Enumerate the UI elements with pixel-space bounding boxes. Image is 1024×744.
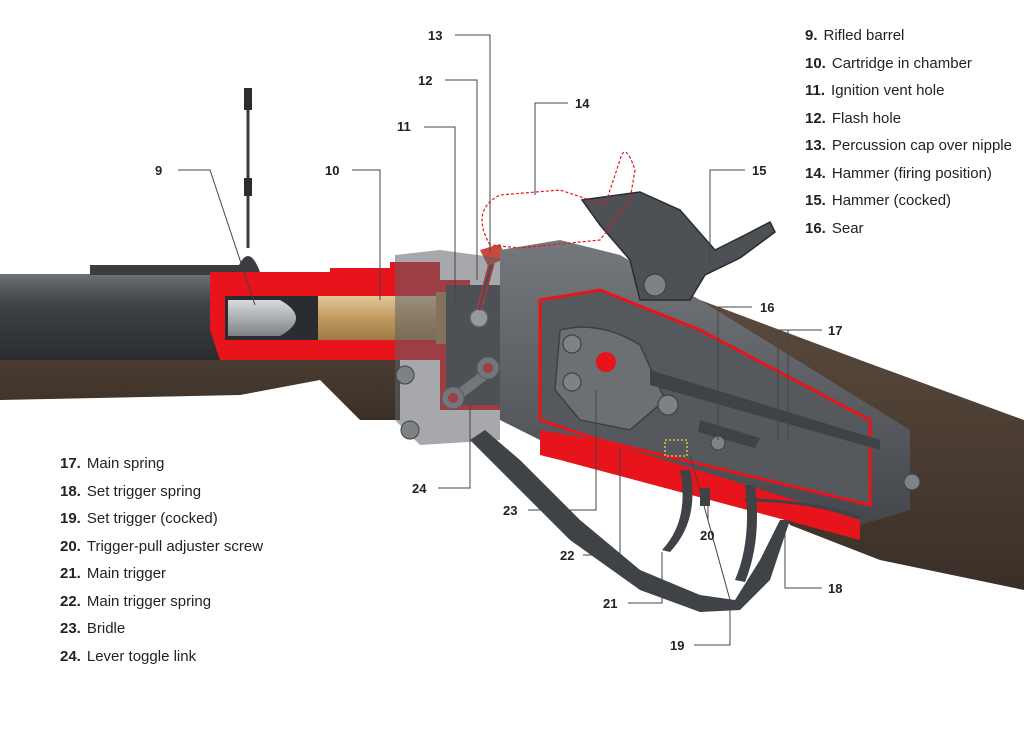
leader-9 — [178, 169, 256, 306]
lever — [470, 430, 790, 612]
bullet — [228, 300, 296, 336]
adjuster-screw-outline — [664, 439, 688, 457]
callout-12: 12 — [418, 73, 432, 88]
legend-item: 13.Percussion cap over nipple — [805, 137, 1012, 154]
receiver-left — [395, 250, 500, 445]
legend-right: 9.Rifled barrel 10.Cartridge in chamber … — [805, 22, 1012, 242]
callout-15: 15 — [752, 163, 766, 178]
legend-item: 19.Set trigger (cocked) — [60, 510, 218, 527]
legend-item: 10.Cartridge in chamber — [805, 54, 972, 72]
callout-13: 13 — [428, 28, 442, 43]
callout-20: 20 — [700, 528, 714, 543]
sear — [698, 420, 760, 448]
main-spring — [650, 370, 880, 450]
callout-23: 23 — [503, 503, 517, 518]
leader-19 — [689, 454, 731, 646]
legend-item: 15.Hammer (cocked) — [805, 192, 952, 209]
legend-item: 24.Lever toggle link — [60, 647, 197, 665]
tumbler-assembly — [554, 326, 679, 431]
hammer-firing-outline — [481, 151, 636, 249]
screw — [395, 365, 415, 385]
legend-item: 17.Main spring — [60, 455, 165, 472]
leader-12 — [445, 79, 478, 280]
legend-item: 12.Flash hole — [805, 109, 902, 127]
callout-18: 18 — [828, 581, 842, 596]
hammer-cocked — [580, 191, 776, 301]
legend-item: 11.Ignition vent hole — [805, 82, 945, 99]
screw — [400, 420, 420, 440]
leader-18 — [784, 520, 822, 589]
legend-item: 20.Trigger-pull adjuster screw — [60, 537, 264, 555]
leader-16 — [717, 306, 752, 440]
callout-22: 22 — [560, 548, 574, 563]
set-trigger-spring — [744, 498, 861, 520]
screw — [903, 473, 921, 491]
legend-item: 9.Rifled barrel — [805, 27, 905, 44]
leader-23 — [528, 390, 597, 511]
leader-17b — [777, 329, 788, 440]
legend-item: 18.Set trigger spring — [60, 482, 202, 500]
legend-item: 23.Bridle — [60, 620, 126, 637]
callout-16: 16 — [760, 300, 774, 315]
set-trigger — [735, 485, 758, 582]
callout-17: 17 — [828, 323, 842, 338]
leader-13 — [455, 34, 491, 252]
legend-left: 17.Main spring 18.Set trigger spring 19.… — [60, 450, 263, 670]
callout-24: 24 — [412, 481, 427, 496]
front-sight — [236, 88, 260, 272]
adjuster-screw — [700, 488, 710, 506]
leader-10 — [352, 169, 381, 300]
callout-10: 10 — [325, 163, 339, 178]
barrel-band — [90, 265, 250, 275]
leader-14 — [534, 102, 568, 195]
leader-15 — [709, 169, 745, 265]
callout-11: 11 — [397, 119, 411, 134]
callout-9: 9 — [155, 163, 162, 178]
callout-21: 21 — [603, 596, 617, 611]
leader-11 — [424, 126, 456, 305]
hammer-screw — [643, 273, 667, 297]
leader-21 — [628, 552, 663, 604]
legend-item: 21.Main trigger — [60, 565, 167, 582]
legend-item: 22.Main trigger spring — [60, 592, 212, 610]
callout-14: 14 — [575, 96, 590, 111]
leader-24 — [438, 405, 471, 489]
leader-22 — [583, 448, 621, 556]
legend-item: 16.Sear — [805, 219, 864, 237]
main-trigger — [662, 470, 693, 552]
legend-item: 14.Hammer (firing position) — [805, 164, 992, 182]
callout-19: 19 — [670, 638, 684, 653]
